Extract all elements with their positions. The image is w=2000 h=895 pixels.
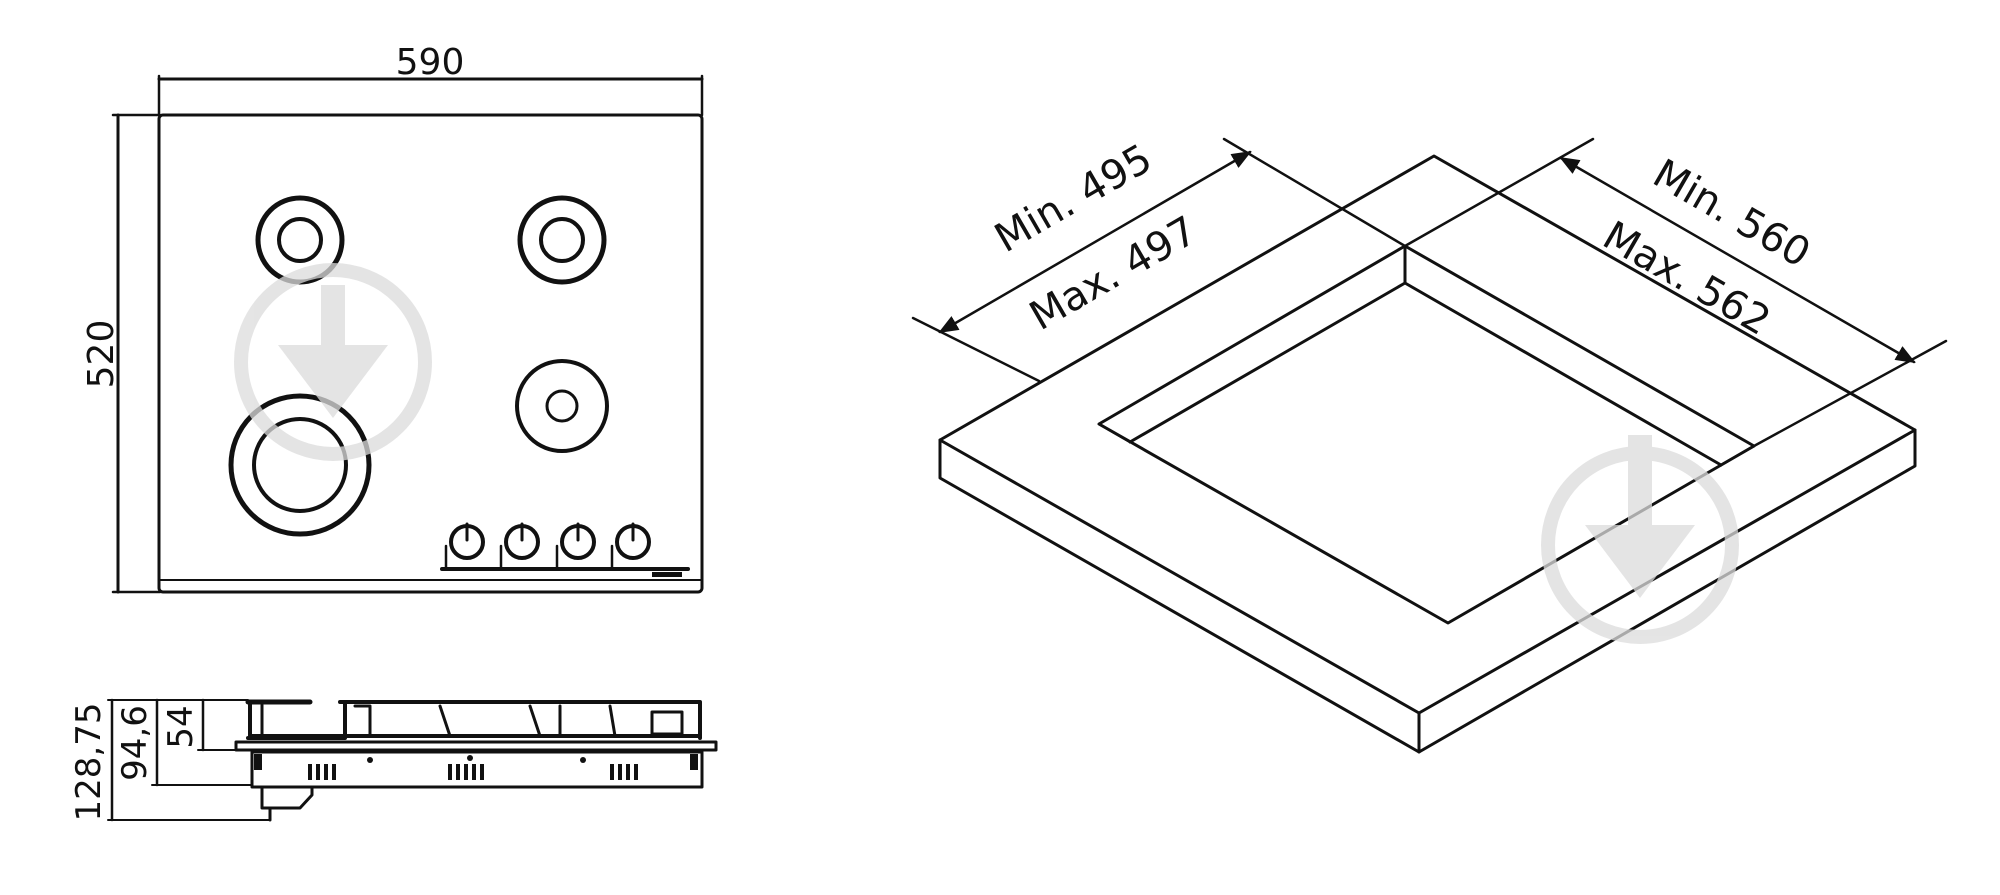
height-label: 520 <box>81 320 122 389</box>
pan-supports <box>245 699 702 740</box>
watermark-logo-icon <box>234 263 432 461</box>
top-height-label: 54 <box>161 705 201 748</box>
side-view: 128,75 94,6 54 <box>69 698 718 822</box>
watermark-logo-icon <box>1541 435 1739 644</box>
cooktop-plate <box>234 740 718 752</box>
control-knobs <box>440 522 690 577</box>
width-label: 590 <box>396 42 465 83</box>
depth-dimension-line <box>938 150 1252 334</box>
burner-front-left-large <box>228 393 372 537</box>
brand-plate <box>652 572 682 577</box>
cutout-isometric-view: Min. 495 Max. 497 Min. 560 Max. 562 <box>911 136 1948 754</box>
cooktop-body <box>250 750 704 822</box>
burner-front-right-small <box>515 359 609 453</box>
worktop-slab <box>938 154 1917 754</box>
width-dimension: 590 <box>157 42 704 117</box>
knob-3 <box>555 522 596 569</box>
height-dimension: 520 <box>81 113 162 594</box>
mid-height-label: 94,6 <box>115 705 155 781</box>
knob-1 <box>444 522 485 569</box>
knob-2 <box>499 522 540 569</box>
knob-stems <box>308 764 638 780</box>
burner-rear-right <box>517 195 607 285</box>
knob-4 <box>610 522 651 569</box>
total-height-label: 128,75 <box>69 703 109 822</box>
cooktop-outline <box>157 113 704 594</box>
width-dimension-line <box>1559 156 1916 364</box>
side-dimensions: 128,75 94,6 54 <box>69 698 271 822</box>
top-view: 590 520 <box>81 42 704 594</box>
